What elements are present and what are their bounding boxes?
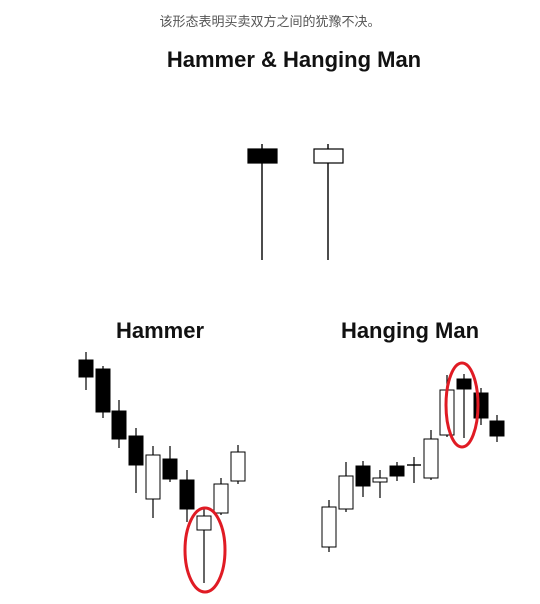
figure-title: Hammer & Hanging Man bbox=[166, 47, 422, 72]
hanging-man-chart bbox=[321, 361, 505, 552]
candle bbox=[423, 430, 439, 480]
candle bbox=[489, 415, 505, 442]
example-bearish-hammer bbox=[247, 144, 278, 260]
candle bbox=[389, 462, 405, 481]
hanging-man-highlight-circle bbox=[444, 361, 480, 449]
candle bbox=[128, 428, 144, 493]
candle bbox=[338, 462, 354, 512]
hanging-man-candle bbox=[456, 374, 472, 438]
candle bbox=[145, 446, 161, 518]
candle bbox=[78, 352, 94, 390]
candle bbox=[407, 457, 421, 483]
candle bbox=[213, 478, 229, 515]
hammer-highlight-circle bbox=[183, 506, 227, 594]
hammer-chart bbox=[78, 352, 246, 594]
hammer-panel-title: Hammer bbox=[115, 318, 205, 343]
candle bbox=[111, 400, 127, 448]
candle bbox=[321, 500, 337, 552]
candle bbox=[372, 470, 388, 498]
hanging-man-panel-title: Hanging Man bbox=[340, 318, 480, 343]
hammer-candle bbox=[196, 508, 212, 583]
candle bbox=[179, 470, 195, 522]
caption: 该形态表明买卖双方之间的犹豫不决。 bbox=[159, 15, 381, 30]
candle bbox=[230, 445, 246, 484]
candle bbox=[355, 461, 371, 497]
candle bbox=[95, 366, 111, 418]
candle bbox=[162, 446, 178, 482]
example-bullish-hammer bbox=[313, 144, 344, 260]
